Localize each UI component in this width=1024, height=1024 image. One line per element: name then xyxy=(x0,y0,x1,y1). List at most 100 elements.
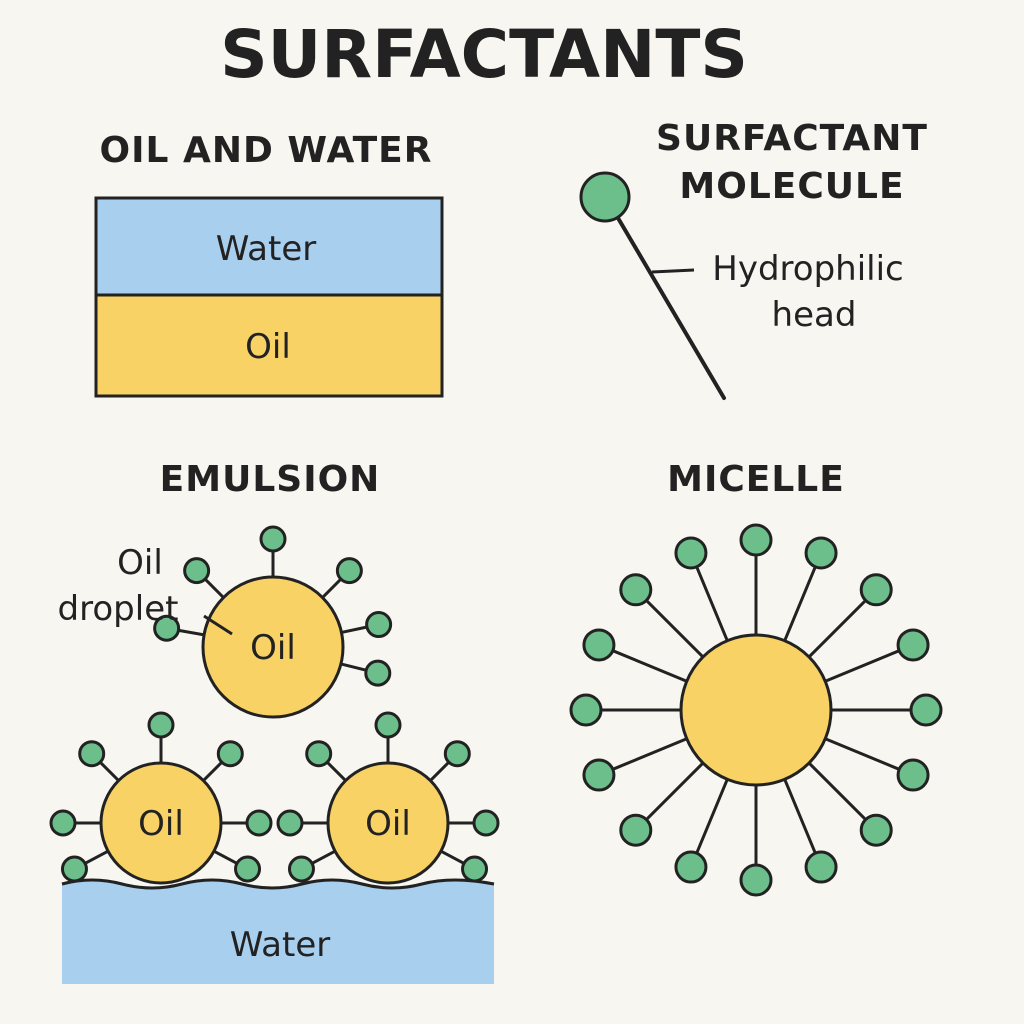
oil-droplet: Oil xyxy=(276,711,500,885)
micelle-head xyxy=(859,573,893,607)
surfactant-head xyxy=(49,809,77,837)
micelle-head xyxy=(739,863,773,897)
oil-droplet: Oil xyxy=(153,525,393,719)
surfactant-tail xyxy=(202,759,225,782)
callout-leader-line xyxy=(651,268,695,274)
micelle-head xyxy=(582,758,616,792)
micelle-core xyxy=(679,633,833,787)
surfactant-tail xyxy=(324,759,347,782)
surfactant-tail xyxy=(97,759,120,782)
micelle-head xyxy=(619,573,653,607)
oil-droplet-label-line2: droplet xyxy=(58,589,179,629)
micelle-tail xyxy=(807,761,867,821)
surfactant-molecule-heading-line1: SURFACTANT xyxy=(656,118,928,159)
micelle-tail xyxy=(695,566,729,642)
oil-layer xyxy=(94,293,444,398)
hydrophilic-head-label-line1: Hydrophilic xyxy=(712,249,903,289)
surfactant-molecule-heading-line2: MOLECULE xyxy=(679,166,904,207)
oil-and-water-panel: OIL AND WATER Water Oil xyxy=(94,130,444,398)
micelle-tail xyxy=(645,761,705,821)
surfactant-tail xyxy=(213,849,240,866)
hydrophilic-head-label-line2: head xyxy=(772,295,857,335)
oil-droplet-core xyxy=(326,761,450,885)
emulsion-water-label: Water xyxy=(230,925,331,965)
oil-droplet-label-line1: Oil xyxy=(117,543,163,583)
surfactant-tail xyxy=(340,662,369,673)
surfactant-head xyxy=(472,809,500,837)
surfactant-head xyxy=(305,740,333,768)
micelle-tail xyxy=(824,649,900,683)
surfactant-tail xyxy=(309,849,336,866)
surfactant-head xyxy=(245,809,273,837)
surfactant-tail xyxy=(341,625,370,634)
micelle-tail xyxy=(807,599,867,659)
surfactant-head xyxy=(183,557,211,585)
micelle-head xyxy=(909,693,943,727)
micelle-tail xyxy=(612,737,688,771)
surfactant-head xyxy=(443,740,471,768)
surfactant-head xyxy=(60,855,88,883)
micelle-head xyxy=(896,628,930,662)
micelle-head xyxy=(674,536,708,570)
surfactant-head xyxy=(287,855,315,883)
surfactant-head xyxy=(335,557,363,585)
surfactant-head xyxy=(364,659,392,687)
oil-droplet-label: Oil xyxy=(138,804,184,844)
micelle-head xyxy=(674,850,708,884)
surfactant-tail xyxy=(202,576,225,599)
surfactant-head xyxy=(147,711,175,739)
micelle-heading: MICELLE xyxy=(667,459,845,500)
surfactant-head xyxy=(461,855,489,883)
page-title: SURFACTANTS xyxy=(220,16,748,93)
oil-and-water-heading: OIL AND WATER xyxy=(100,130,433,171)
surfactant-head xyxy=(78,740,106,768)
micelle-head xyxy=(582,628,616,662)
oil-droplet-label: Oil xyxy=(365,804,411,844)
micelle-head xyxy=(804,850,838,884)
water-layer-label: Water xyxy=(216,229,317,269)
micelle xyxy=(569,523,943,897)
oil-droplet-core xyxy=(201,575,345,719)
micelle-head xyxy=(569,693,603,727)
micelle-head xyxy=(619,813,653,847)
hydrophilic-head xyxy=(579,171,631,223)
oil-droplet-core xyxy=(99,761,223,885)
surfactant-head xyxy=(276,809,304,837)
surfactant-tail xyxy=(176,628,205,637)
oil-droplet-leader-line xyxy=(203,614,233,636)
micelle-panel: MICELLE xyxy=(569,459,943,897)
emulsion-water-surface xyxy=(61,878,495,890)
oil-droplet-label: Oil xyxy=(250,628,296,668)
hydrophobic-tail xyxy=(616,216,726,400)
micelle-tail xyxy=(783,778,817,854)
micelle-head xyxy=(896,758,930,792)
micelle-head xyxy=(804,536,838,570)
emulsion-water-bath xyxy=(62,880,494,984)
surfactant-tail xyxy=(429,759,452,782)
water-layer xyxy=(94,196,444,297)
micelle-head xyxy=(859,813,893,847)
micelle-head xyxy=(739,523,773,557)
micelle-tail xyxy=(612,649,688,683)
surfactant-head xyxy=(216,740,244,768)
oil-layer-label: Oil xyxy=(245,327,291,367)
emulsion-heading: EMULSION xyxy=(160,459,381,500)
micelle-tail xyxy=(824,737,900,771)
micelle-tail xyxy=(783,566,817,642)
surfactant-tail xyxy=(321,576,344,599)
surfactant-tail xyxy=(82,849,109,866)
surfactant-head xyxy=(365,611,393,639)
surfactant-tail xyxy=(440,849,467,866)
surfactant-molecule-panel: SURFACTANT MOLECULE Hydrophilic head xyxy=(579,118,928,400)
micelle-tail xyxy=(645,599,705,659)
oil-droplet: Oil xyxy=(49,711,273,885)
surfactant-head xyxy=(259,525,287,553)
surfactant-head xyxy=(374,711,402,739)
micelle-tail xyxy=(695,778,729,854)
surfactant-head xyxy=(234,855,262,883)
surfactant-head xyxy=(153,614,181,642)
